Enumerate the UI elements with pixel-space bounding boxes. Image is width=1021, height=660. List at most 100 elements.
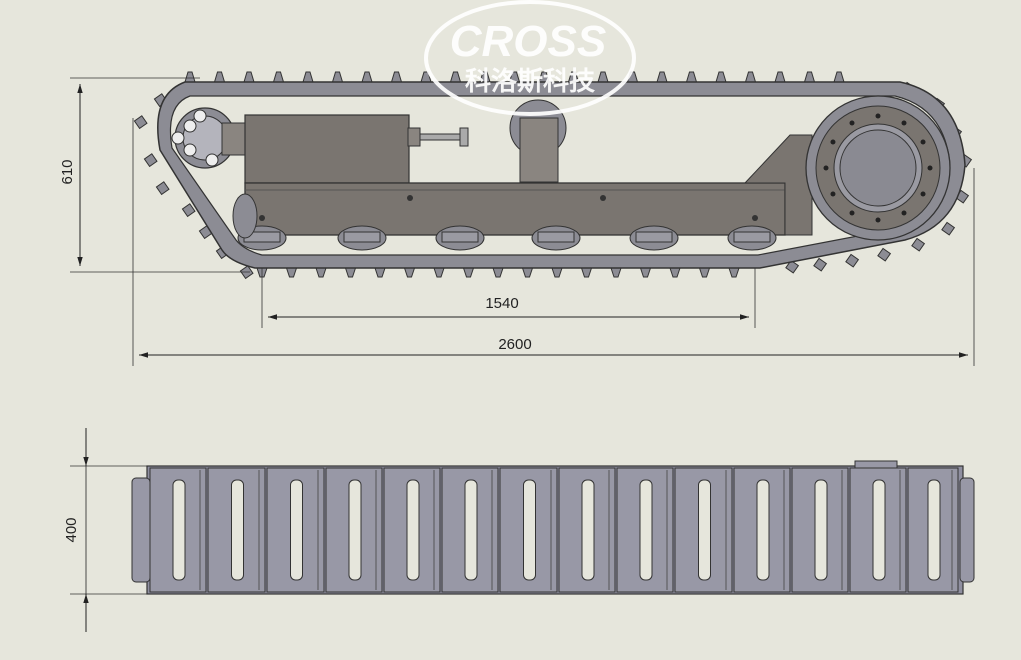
width-dimension-label: 400 <box>63 517 80 542</box>
sprocket-bolt <box>830 139 836 145</box>
shoe-slot <box>698 479 711 581</box>
grouser-tooth <box>728 267 740 278</box>
grouser-tooth <box>551 267 563 278</box>
frame-bolt <box>600 195 606 201</box>
height-dimension-label: 610 <box>59 159 76 184</box>
tension-rod-end <box>459 127 469 147</box>
grouser-tooth <box>845 253 860 268</box>
road-wheel-hub <box>733 231 771 243</box>
front-road-wheel <box>232 193 258 239</box>
grouser-tooth <box>390 71 403 83</box>
idler-wheel <box>171 107 236 169</box>
grouser-tooth <box>877 247 892 262</box>
drive-sprocket <box>805 95 951 241</box>
grouser-tooth <box>813 257 828 272</box>
grouser-tooth <box>133 115 148 130</box>
grouser-tooth <box>833 71 845 83</box>
sprocket-bolt <box>920 191 926 197</box>
shoe-slot <box>523 479 536 581</box>
grouser-tooth <box>315 267 327 278</box>
grouser-tooth <box>785 259 800 274</box>
sprocket-bolt <box>849 210 855 216</box>
wheelbase-dimension-label: 1540 <box>485 295 518 312</box>
tensioner-bracket <box>221 122 248 156</box>
grouser-tooth <box>656 71 668 83</box>
grouser-tooth <box>403 267 416 278</box>
brand-watermark: CROSS 科洛斯科技 <box>424 0 636 116</box>
sprocket-bolt <box>849 120 855 126</box>
grouser-tooth <box>302 71 314 83</box>
side-view <box>133 71 973 280</box>
grouser-tooth <box>492 267 504 278</box>
shoe-slot <box>348 479 362 581</box>
top-view-dimensions: 400 <box>63 428 150 632</box>
grouser-tooth <box>597 71 609 83</box>
grouser-tooth <box>610 267 622 278</box>
grouser-tooth <box>521 267 534 278</box>
sprocket-bolt <box>823 165 829 171</box>
grouser-tooth <box>344 267 357 278</box>
shoe-slot <box>464 479 478 581</box>
grouser-tooth <box>184 71 196 83</box>
grouser-tooth <box>272 71 285 83</box>
grouser-tooth <box>803 71 816 83</box>
drive-mount-plate <box>743 134 813 236</box>
shoe-slot <box>231 479 244 581</box>
grouser-tooth <box>374 267 386 278</box>
sprocket-bolt <box>875 113 881 119</box>
grouser-tooth <box>449 71 462 83</box>
road-wheels <box>232 193 777 251</box>
grouser-tooth <box>361 71 373 83</box>
road-wheel-hub <box>343 231 381 243</box>
grouser-tooth <box>744 71 757 83</box>
shoe-slot <box>927 479 941 581</box>
grouser-tooth <box>639 267 652 278</box>
grouser-tooth <box>143 153 158 168</box>
track-end-left <box>131 477 151 583</box>
grouser-tooth <box>181 203 196 218</box>
sprocket-bolt <box>920 139 926 145</box>
road-wheel-hub <box>635 231 673 243</box>
grouser-tooth <box>155 181 170 196</box>
grouser-tooth <box>685 71 698 83</box>
road-wheel-hub <box>441 231 479 243</box>
shoe-slot <box>814 479 828 581</box>
sprocket-bolt <box>927 165 933 171</box>
tension-cylinder-housing <box>244 114 410 184</box>
frame-bolt <box>259 215 265 221</box>
shoe-slot <box>581 479 595 581</box>
shoe-slot <box>872 479 886 581</box>
tension-rod-clamp <box>407 127 421 147</box>
top-view <box>131 460 975 595</box>
side-view-dimensions: 610 1540 2600 <box>59 77 975 366</box>
shoe-slot <box>290 479 303 581</box>
watermark-brand-cn: 科洛斯科技 <box>465 66 595 97</box>
track-shoes <box>149 467 959 593</box>
grouser-tooth <box>462 267 475 278</box>
road-wheel-hub <box>537 231 575 243</box>
grouser-tooth <box>213 71 226 83</box>
grouser-tooth <box>715 71 727 83</box>
grouser-tooth <box>774 71 786 83</box>
overall-length-dimension-label: 2600 <box>498 336 531 353</box>
grouser-tooth <box>911 237 926 252</box>
grouser-tooth <box>941 221 956 236</box>
watermark-brand: CROSS <box>450 17 606 66</box>
grouser-tooth <box>669 267 681 278</box>
sprocket-bolt <box>901 210 907 216</box>
track-end-right <box>959 477 975 583</box>
shoe-slot <box>406 479 420 581</box>
shoe-slot <box>639 479 653 581</box>
grouser-tooth <box>331 71 344 83</box>
sprocket-bolt <box>830 191 836 197</box>
main-frame <box>244 182 786 236</box>
shoe-slot <box>756 479 770 581</box>
shoe-slot <box>172 479 186 581</box>
frame-bolt <box>752 215 758 221</box>
grouser-tooth <box>580 267 593 278</box>
grouser-tooth <box>285 267 298 278</box>
grouser-tooth <box>698 267 711 278</box>
grouser-tooth <box>433 267 445 278</box>
sprocket-bolt <box>901 120 907 126</box>
